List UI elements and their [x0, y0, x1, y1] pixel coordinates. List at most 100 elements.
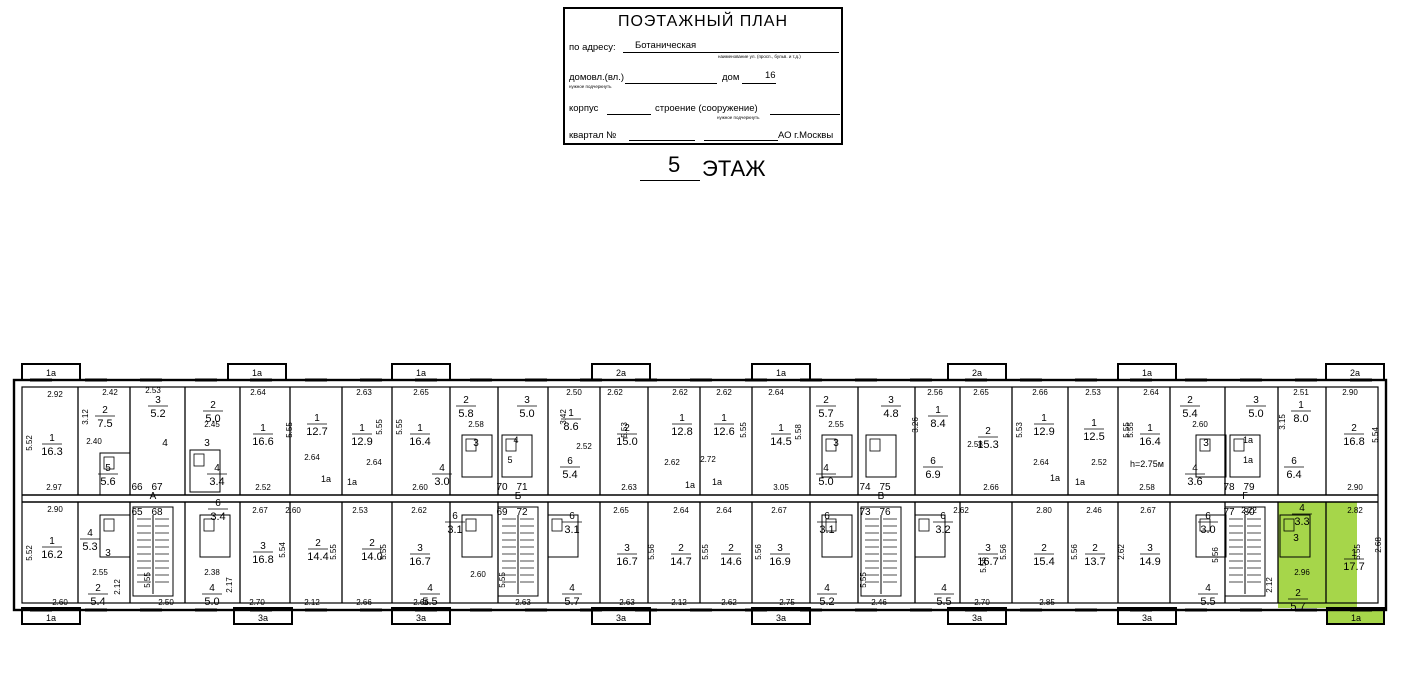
stair-label: Г — [1242, 491, 1248, 502]
dimension-label: 2.64 — [673, 506, 689, 515]
room-area: 16.7 — [977, 556, 998, 568]
balcony-label-top: 1а — [252, 368, 262, 378]
bathroom-block — [501, 434, 533, 478]
dimension-label: 2.66 — [356, 598, 372, 607]
dimension-label: 2.62 — [1117, 544, 1126, 560]
room-area: 5.0 — [1248, 408, 1263, 420]
bathroom-block — [1279, 514, 1311, 558]
sanitary-fixture — [918, 518, 930, 532]
dimension-label: 5.55 — [143, 572, 152, 588]
dom-value: 16 — [765, 70, 776, 81]
room-number: 4 — [427, 583, 433, 594]
balcony-top — [947, 363, 1007, 381]
dimension-label: 2.65 — [613, 506, 629, 515]
room-number: 4 — [209, 583, 215, 594]
room-number: 4 — [823, 463, 829, 474]
room-area: 13.7 — [1084, 556, 1105, 568]
kvartal-label: квартал № — [569, 130, 617, 141]
sanitary-fixture — [551, 518, 563, 532]
room-area: 16.6 — [252, 436, 273, 448]
room-number: 3 — [1147, 543, 1153, 554]
room-area: 5.7 — [564, 596, 579, 608]
room-number: 1 — [1298, 400, 1304, 411]
dimension-label: 2.63 — [621, 483, 637, 492]
room-area: 3.4 — [209, 476, 224, 488]
room-number: 2 — [985, 426, 991, 437]
stair-number: 71 — [516, 482, 528, 493]
dimension-label: 2.17 — [225, 577, 234, 593]
bathroom-block — [821, 514, 853, 558]
dimension-label: 2.46 — [1086, 506, 1102, 515]
sanitary-fixture — [1283, 518, 1295, 532]
stair-number: 79 — [1243, 482, 1255, 493]
room-area: 15.0 — [616, 436, 637, 448]
room-number: 4 — [439, 463, 445, 474]
dimension-label: 2.58 — [468, 420, 484, 429]
sanitary-fixture — [1199, 438, 1211, 452]
dimension-label: 5.55 — [1353, 544, 1362, 560]
dimension-label: 5.52 — [25, 435, 34, 451]
dimension-label: 5.55 — [375, 419, 384, 435]
dimension-label: 2.90 — [1342, 388, 1358, 397]
dimension-label: 2.52 — [576, 442, 592, 451]
room-area: 14.5 — [770, 436, 791, 448]
dimension-label: 2.55 — [92, 568, 108, 577]
dimension-label: 5.53 — [620, 422, 629, 438]
room-area: 16.7 — [616, 556, 637, 568]
room-number: 3 — [473, 438, 479, 449]
room-number: 3 — [777, 543, 783, 554]
stair-number: 74 — [859, 482, 871, 493]
room-number: 6 — [567, 456, 573, 467]
dimension-label: 5.55 — [329, 544, 338, 560]
room-area: 5.0 — [204, 596, 219, 608]
room-number: 2 — [1351, 423, 1357, 434]
room-area: 16.2 — [41, 549, 62, 561]
room-number: 2 — [823, 395, 829, 406]
dimension-label: 5.55 — [1126, 422, 1135, 438]
room-area: 5.7 — [818, 408, 833, 420]
room-number: 1 — [721, 413, 727, 424]
stair-label: В — [878, 491, 885, 502]
stair-number: 68 — [151, 507, 163, 518]
stair-number: 66 — [131, 482, 143, 493]
dimension-label: 2.52 — [255, 483, 271, 492]
balcony-label-top: 1а — [1142, 368, 1152, 378]
sanitary-fixture — [825, 518, 837, 532]
dimension-label: 2.75 — [779, 598, 795, 607]
room-area: 16.3 — [41, 446, 62, 458]
dimension-label: 2.90 — [47, 505, 63, 514]
niche-label: 1а — [712, 477, 722, 487]
sanitary-fixture — [103, 456, 115, 470]
room-number: 6 — [824, 511, 830, 522]
room-number: 3 — [105, 548, 111, 559]
room-number: 1 — [1091, 418, 1097, 429]
room-number: 4 — [1205, 583, 1211, 594]
dimension-label: 2.62 — [664, 458, 680, 467]
room-area: 8.4 — [930, 418, 945, 430]
room-area: 14.6 — [720, 556, 741, 568]
dimension-label: 5.55 — [285, 422, 294, 438]
balcony-label-bottom: 3а — [416, 613, 426, 623]
dimension-label: 2.42 — [102, 388, 118, 397]
stair-hall — [497, 506, 539, 597]
dimension-label: 2.70 — [249, 598, 265, 607]
dimension-label: 2.96 — [1294, 568, 1310, 577]
room-number: 6 — [569, 511, 575, 522]
bathroom-block — [199, 514, 231, 558]
domovl-label: домовл.(вл.) — [569, 72, 624, 83]
dimension-label: 3.05 — [773, 483, 789, 492]
balcony-label-top: 1а — [776, 368, 786, 378]
room-area: 3.1 — [447, 524, 462, 536]
dimension-label: 2.53 — [145, 386, 161, 395]
dimension-label: 5.55 — [379, 544, 388, 560]
room-area: 15.4 — [1033, 556, 1054, 568]
dimension-label: 2.85 — [1039, 598, 1055, 607]
room-number: 3 — [1253, 395, 1259, 406]
dimension-label: 5.56 — [999, 544, 1008, 560]
dimension-label: 5.55 — [701, 544, 710, 560]
dimension-label: 2.67 — [1140, 506, 1156, 515]
room-number: 4 — [941, 583, 947, 594]
room-area: 16.8 — [1343, 436, 1364, 448]
sanitary-fixture — [203, 518, 215, 532]
dimension-label: 2.56 — [927, 388, 943, 397]
